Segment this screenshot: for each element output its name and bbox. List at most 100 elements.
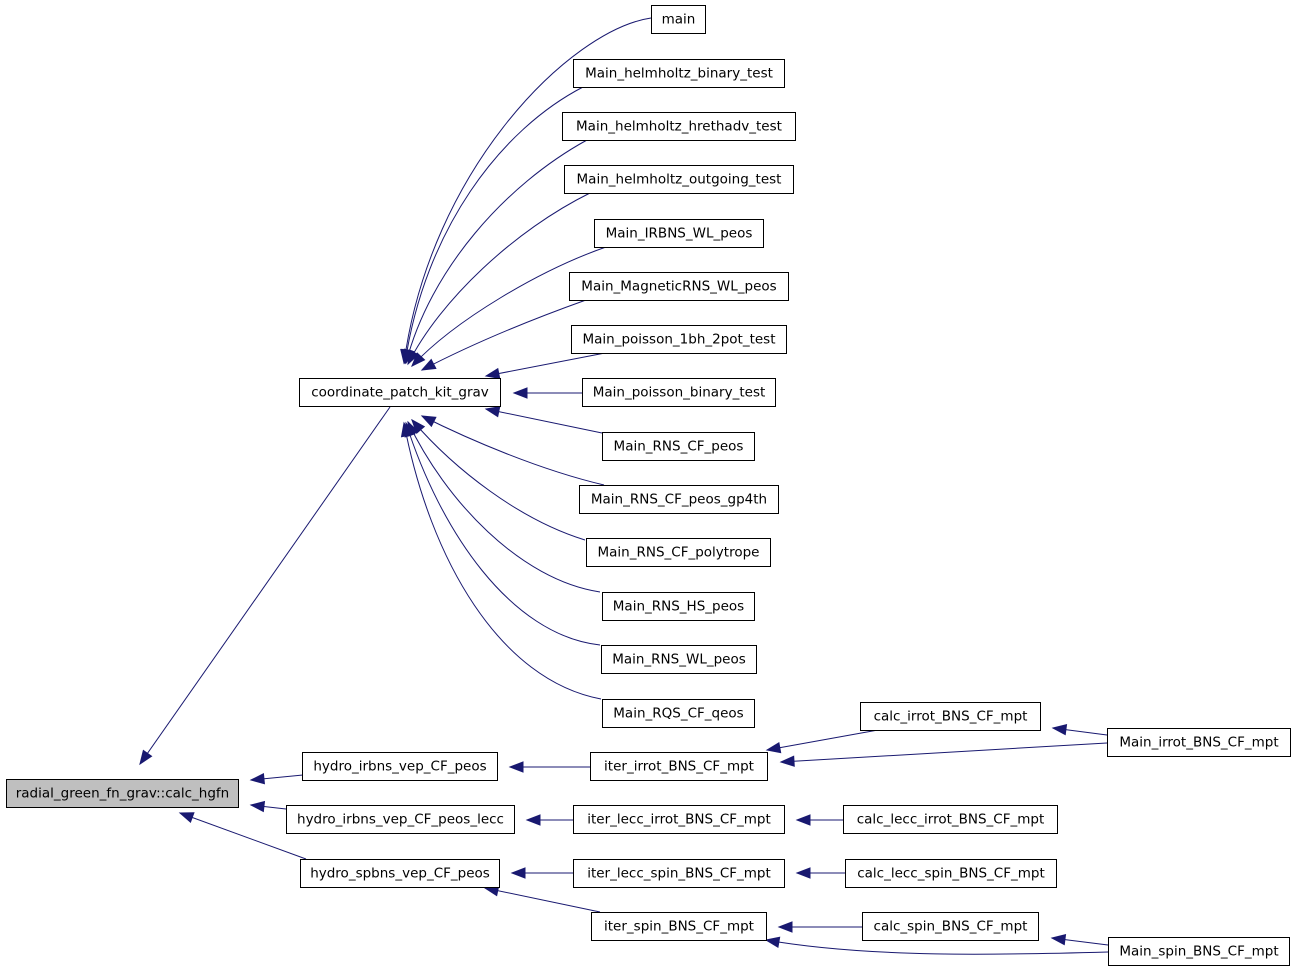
edge-c_irrot-to-it_irrot — [766, 729, 879, 751]
node-label: Main_RNS_CF_peos_gp4th — [591, 492, 767, 508]
arrowhead-it_lecc_irrot-to-h_irbns_lecc — [525, 814, 541, 826]
node-label: Main_spin_BNS_CF_mpt — [1119, 944, 1278, 960]
node-box — [1107, 728, 1291, 757]
node-label: Main_IRBNS_WL_peos — [606, 226, 753, 242]
node-h-irbns-lecc[interactable]: hydro_irbns_vep_CF_peos_lecc — [286, 805, 515, 834]
node-m-rnscf[interactable]: Main_RNS_CF_peos — [602, 432, 755, 461]
node-label: iter_lecc_spin_BNS_CF_mpt — [587, 866, 771, 882]
edge-m_mag-to-cpkg — [421, 299, 587, 371]
node-m-mag[interactable]: Main_MagneticRNS_WL_peos — [569, 272, 789, 301]
node-c-lecc-spin[interactable]: calc_lecc_spin_BNS_CF_mpt — [845, 859, 1057, 888]
arrowhead-c_lecc_spin-to-it_lecc_spin — [795, 867, 811, 879]
node-m-rnscfpoly[interactable]: Main_RNS_CF_polytrope — [586, 538, 771, 567]
arrowhead-m_irrot-to-it_irrot — [779, 755, 795, 767]
arrowhead-m_rnscfgp-to-cpkg — [420, 415, 437, 428]
edge-m_irrot-to-it_irrot — [780, 742, 1108, 763]
node-m-irbns[interactable]: Main_IRBNS_WL_peos — [594, 219, 764, 248]
node-label: Main_irrot_BNS_CF_mpt — [1119, 735, 1278, 751]
call-graph-edges — [139, 17, 1109, 955]
node-root[interactable]: radial_green_fn_grav::calc_hgfn — [6, 779, 239, 808]
node-box — [573, 59, 785, 88]
node-box — [299, 378, 501, 407]
node-box — [582, 378, 776, 407]
node-main[interactable]: main — [651, 5, 706, 34]
node-box — [571, 325, 787, 354]
node-h-spbns[interactable]: hydro_spbns_vep_CF_peos — [300, 859, 500, 888]
node-label: calc_irrot_BNS_CF_mpt — [874, 709, 1028, 725]
node-label: hydro_irbns_vep_CF_peos — [313, 759, 486, 775]
node-c-irrot[interactable]: calc_irrot_BNS_CF_mpt — [860, 702, 1041, 731]
node-label: Main_RNS_CF_polytrope — [598, 545, 760, 561]
node-label: Main_RNS_HS_peos — [613, 599, 744, 615]
call-graph-nodes: radial_green_fn_grav::calc_hgfn coordinat… — [6, 5, 1291, 966]
node-label: calc_lecc_irrot_BNS_CF_mpt — [857, 812, 1045, 828]
node-cpkg[interactable]: coordinate_patch_kit_grav — [299, 378, 501, 407]
edge-m_rnshs-to-cpkg — [407, 421, 601, 593]
node-box — [601, 645, 757, 674]
node-label: calc_lecc_spin_BNS_CF_mpt — [857, 866, 1045, 882]
node-box — [300, 859, 500, 888]
node-box — [1108, 937, 1290, 966]
node-box — [573, 805, 785, 834]
edge-m_spin-to-it_spin — [765, 939, 1109, 955]
arrowhead-c_lecc_irrot-to-it_lecc_irrot — [795, 814, 811, 826]
node-label: Main_RNS_WL_peos — [612, 652, 746, 668]
node-m-rqs[interactable]: Main_RQS_CF_qeos — [602, 699, 755, 728]
node-box — [860, 702, 1041, 731]
arrowhead-h_irbns_lecc-to-root — [249, 800, 266, 813]
node-label: main — [662, 12, 696, 28]
node-box — [6, 779, 239, 808]
node-box — [591, 912, 767, 941]
node-m-irrot[interactable]: Main_irrot_BNS_CF_mpt — [1107, 728, 1291, 757]
arrowhead-m_p1bh-to-cpkg — [484, 367, 501, 380]
node-box — [845, 859, 1057, 888]
node-label: Main_poisson_binary_test — [593, 385, 766, 401]
arrowhead-m_rnscfpoly-to-cpkg — [411, 418, 426, 434]
node-box — [569, 272, 789, 301]
node-m-rnscfgp[interactable]: Main_RNS_CF_peos_gp4th — [579, 485, 779, 514]
node-m-spin[interactable]: Main_spin_BNS_CF_mpt — [1108, 937, 1290, 966]
arrowhead-m_hot-to-cpkg — [407, 349, 420, 366]
arrowhead-m_irbns-to-cpkg — [411, 352, 426, 368]
node-box — [564, 165, 794, 194]
node-m-rnshs[interactable]: Main_RNS_HS_peos — [602, 592, 755, 621]
node-it-lecc-spin[interactable]: iter_lecc_spin_BNS_CF_mpt — [573, 859, 785, 888]
arrowhead-c_spin-to-it_spin — [777, 921, 793, 933]
arrowhead-m_rnscf-to-cpkg — [484, 406, 501, 418]
node-it-spin[interactable]: iter_spin_BNS_CF_mpt — [591, 912, 767, 941]
edge-m_p1bh-to-cpkg — [485, 352, 606, 377]
node-label: hydro_irbns_vep_CF_peos_lecc — [297, 812, 504, 828]
node-m-rnswl[interactable]: Main_RNS_WL_peos — [601, 645, 757, 674]
node-label: Main_RNS_CF_peos — [614, 439, 744, 455]
edge-m_hht-to-cpkg — [405, 139, 588, 364]
node-box — [594, 219, 764, 248]
node-m-hot[interactable]: Main_helmholtz_outgoing_test — [564, 165, 794, 194]
node-it-irrot[interactable]: iter_irrot_BNS_CF_mpt — [590, 752, 768, 781]
node-label: hydro_spbns_vep_CF_peos — [310, 866, 490, 882]
node-label: Main_MagneticRNS_WL_peos — [581, 279, 776, 295]
node-label: iter_lecc_irrot_BNS_CF_mpt — [587, 812, 771, 828]
node-m-hht[interactable]: Main_helmholtz_hrethadv_test — [562, 112, 796, 141]
arrowhead-m_irrot-to-c_irrot — [1051, 724, 1068, 736]
edge-m_rnscf-to-cpkg — [485, 408, 603, 434]
node-label: calc_spin_BNS_CF_mpt — [874, 919, 1028, 935]
node-box — [843, 805, 1058, 834]
node-m-p1bh[interactable]: Main_poisson_1bh_2pot_test — [571, 325, 787, 354]
node-m-pbt[interactable]: Main_poisson_binary_test — [582, 378, 776, 407]
arrowhead-it_irrot-to-h_irbns — [508, 761, 524, 773]
node-label: Main_helmholtz_hrethadv_test — [576, 119, 782, 135]
node-label: radial_green_fn_grav::calc_hgfn — [16, 786, 230, 802]
node-box — [302, 752, 498, 781]
node-it-lecc-irrot[interactable]: iter_lecc_irrot_BNS_CF_mpt — [573, 805, 785, 834]
node-box — [651, 5, 706, 34]
edge-cpkg-to-root — [139, 406, 391, 765]
arrowhead-m_pbt-to-cpkg — [512, 387, 528, 399]
node-c-spin[interactable]: calc_spin_BNS_CF_mpt — [862, 912, 1039, 941]
arrowhead-m_rqs-to-cpkg — [400, 421, 413, 438]
node-m-hbt[interactable]: Main_helmholtz_binary_test — [573, 59, 785, 88]
node-h-irbns[interactable]: hydro_irbns_vep_CF_peos — [302, 752, 498, 781]
node-c-lecc-irrot[interactable]: calc_lecc_irrot_BNS_CF_mpt — [843, 805, 1058, 834]
node-box — [562, 112, 796, 141]
edge-m_rqs-to-cpkg — [403, 422, 602, 700]
